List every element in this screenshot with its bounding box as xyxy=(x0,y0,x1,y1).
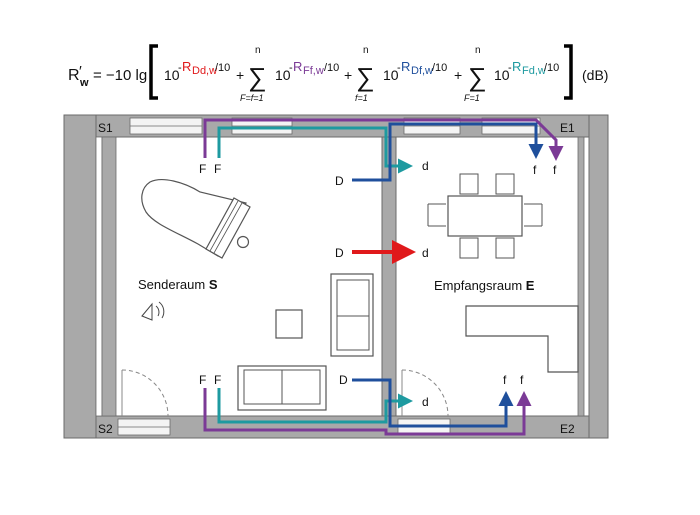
term3-div: /10 xyxy=(432,62,447,74)
term3-r: R xyxy=(401,59,410,74)
term2-r: R xyxy=(293,59,302,74)
small-table xyxy=(275,309,303,339)
source-room-label: Senderaum S xyxy=(138,277,218,292)
plus-2: + xyxy=(344,67,352,83)
term4-div: /10 xyxy=(544,62,559,74)
formula-r: R xyxy=(68,67,80,84)
sum2-bottom: f=1 xyxy=(355,93,368,103)
label-f-bottom-1: f xyxy=(503,373,507,387)
term3-minus: - xyxy=(397,62,401,74)
term4-sub: Fd,w xyxy=(522,65,546,77)
path-ff-bottom xyxy=(203,388,532,436)
term3-sub: Df,w xyxy=(411,65,433,77)
right-wall xyxy=(588,114,609,439)
term1-r: R xyxy=(182,59,191,74)
plus-3: + xyxy=(454,67,462,83)
top-windows xyxy=(129,117,541,135)
sofa-vertical xyxy=(330,273,374,357)
sum1-bottom: F=f=1 xyxy=(240,93,264,103)
formula-prime: ′ xyxy=(79,63,82,80)
formula: R ′ w = −10 lg 10 - R Dd,w /10 + n ∑ F=f… xyxy=(68,44,608,103)
receive-room-label: Empfangsraum E xyxy=(434,278,535,293)
term3-ten: 10 xyxy=(383,67,399,83)
sum3-sigma: ∑ xyxy=(468,62,487,92)
left-bracket xyxy=(149,44,158,100)
corner-e2: E2 xyxy=(560,422,575,436)
path-df-bottom xyxy=(352,378,514,428)
kitchen-counter xyxy=(465,305,579,373)
path-labels: F F D d f f D d F F D d f f xyxy=(199,159,557,409)
furniture xyxy=(141,173,579,411)
grand-piano-icon xyxy=(141,179,251,259)
right-bracket xyxy=(564,44,573,100)
sum2-top: n xyxy=(363,45,369,56)
transmission-paths xyxy=(203,118,564,436)
label-F-top-1: F xyxy=(199,162,206,176)
path-fd-top xyxy=(217,126,413,174)
label-d-bottom: d xyxy=(422,395,429,409)
term4-r: R xyxy=(512,59,521,74)
label-F-bottom-1: F xyxy=(199,373,206,387)
label-F-bottom-2: F xyxy=(214,373,221,387)
right-wall-inner xyxy=(577,136,585,417)
path-df-top xyxy=(352,122,544,182)
label-d-direct: d xyxy=(422,246,429,260)
door-swing-source xyxy=(121,369,169,417)
formula-sub-w: w xyxy=(79,77,89,89)
speaker-icon xyxy=(141,301,165,321)
term2-ten: 10 xyxy=(275,67,291,83)
term2-minus: - xyxy=(289,62,293,74)
formula-equals-lg: = −10 lg xyxy=(93,67,147,84)
label-D-top: D xyxy=(335,174,344,188)
term4-minus: - xyxy=(508,62,512,74)
sum3-bottom: F=1 xyxy=(464,93,480,103)
plus-1: + xyxy=(236,67,244,83)
term1-minus: - xyxy=(178,62,182,74)
left-wall-gap xyxy=(95,136,103,417)
sum2-sigma: ∑ xyxy=(356,62,375,92)
label-F-top-2: F xyxy=(214,162,221,176)
label-f-top-2: f xyxy=(553,163,557,177)
label-d-top: d xyxy=(422,159,429,173)
label-D-bottom: D xyxy=(339,373,348,387)
label-f-bottom-2: f xyxy=(520,373,524,387)
dining-table xyxy=(427,173,543,259)
term4-ten: 10 xyxy=(494,67,510,83)
sum3-top: n xyxy=(475,45,481,56)
path-fd-bottom xyxy=(217,388,413,424)
term1-sub: Dd,w xyxy=(192,65,217,77)
corner-s2: S2 xyxy=(98,422,113,436)
sofa-horizontal xyxy=(237,365,327,411)
left-wall xyxy=(63,114,97,439)
term1-ten: 10 xyxy=(164,67,180,83)
label-f-top-1: f xyxy=(533,163,537,177)
label-D-direct: D xyxy=(335,246,344,260)
corner-e1: E1 xyxy=(560,121,575,135)
left-wall-inner xyxy=(101,136,117,417)
corner-s1: S1 xyxy=(98,121,113,135)
term1-div: /10 xyxy=(215,62,230,74)
formula-unit: (dB) xyxy=(582,67,608,83)
path-ff-top xyxy=(203,118,564,161)
term2-sub: Ff,w xyxy=(303,65,324,77)
door-swing-receive xyxy=(401,369,449,417)
term2-div: /10 xyxy=(324,62,339,74)
sum1-sigma: ∑ xyxy=(248,62,267,92)
sum1-top: n xyxy=(255,45,261,56)
